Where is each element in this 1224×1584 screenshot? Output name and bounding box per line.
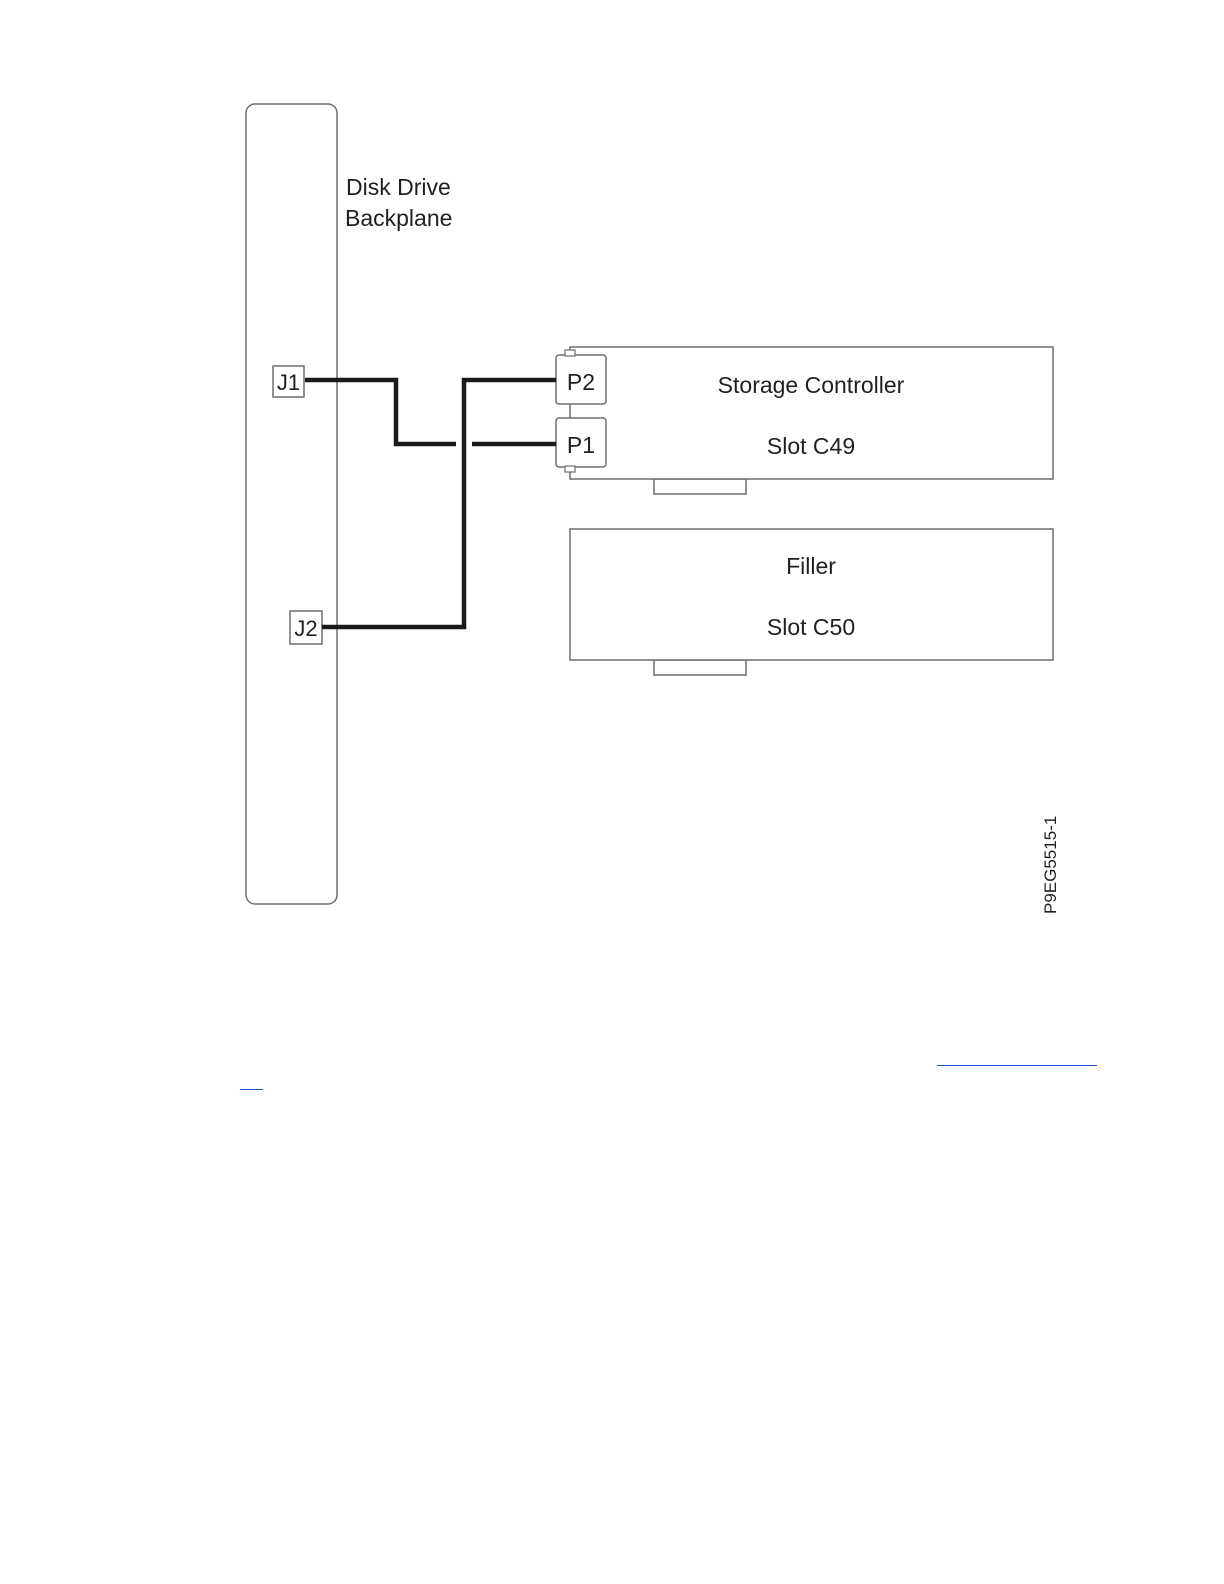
filler-slot: Slot C50: [767, 614, 855, 640]
port-p2: P2: [556, 350, 606, 404]
disk-drive-backplane: Disk Drive Backplane: [246, 104, 452, 904]
storage-controller-slot: Slot C49: [767, 433, 855, 459]
port-p1: P1: [556, 418, 606, 472]
connector-j2-label: J2: [294, 616, 317, 641]
link-underline-left[interactable]: [240, 1089, 263, 1090]
connector-j2: J2: [290, 611, 322, 644]
cable-j2-to-p2: [322, 380, 556, 627]
backplane-board: [246, 104, 337, 904]
link-underline-right[interactable]: [937, 1065, 1097, 1066]
port-p2-label: P2: [567, 369, 595, 395]
port-p2-tab: [565, 350, 575, 356]
connector-j1-label: J1: [277, 370, 300, 395]
storage-controller-title: Storage Controller: [718, 372, 905, 398]
port-p1-tab: [565, 466, 575, 472]
port-p1-label: P1: [567, 432, 595, 458]
figure-id: P9EG5515-1: [1041, 816, 1060, 914]
storage-controller-body: [570, 347, 1053, 479]
filler-body: [570, 529, 1053, 660]
cable-j2-p2-path: [322, 380, 556, 627]
backplane-label-line2: Backplane: [345, 205, 452, 231]
cable-j1-to-p1: [305, 380, 556, 444]
storage-controller-bracket: [654, 479, 746, 494]
storage-controller-card: Storage Controller Slot C49: [570, 347, 1053, 494]
filler-title: Filler: [786, 553, 836, 579]
connector-j1: J1: [273, 366, 304, 397]
filler-card: Filler Slot C50: [570, 529, 1053, 675]
backplane-label-line1: Disk Drive: [346, 174, 451, 200]
filler-bracket: [654, 660, 746, 675]
